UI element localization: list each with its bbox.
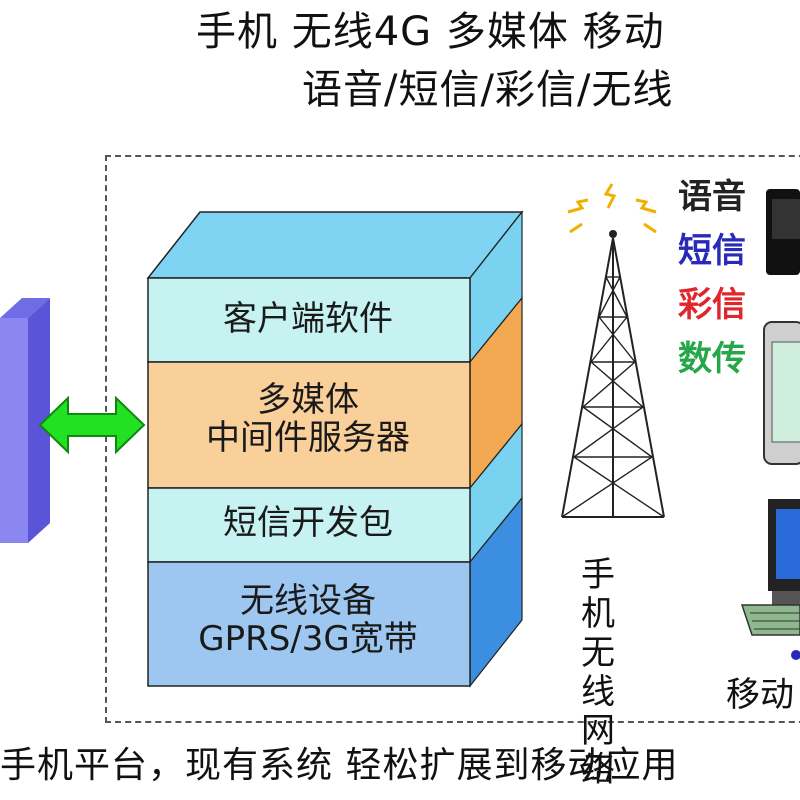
pda-icon (763, 321, 800, 465)
tower-label: 手机 无线 网络 (581, 555, 615, 791)
service-data: 数传 (678, 339, 746, 379)
layer-middleware (147, 361, 471, 489)
radio-tower-icon (561, 183, 665, 518)
left-system-block (0, 298, 50, 543)
software-stack (146, 210, 524, 688)
layer-wireless-device (147, 561, 471, 687)
header-line-1: 手机 无线4G 多媒体 移动 (196, 9, 665, 55)
header-line-2: 语音/短信/彩信/无线 (302, 67, 674, 113)
service-voice: 语音 (678, 177, 746, 217)
footer-text: 手机平台，现有系统 轻松扩展到移动应用 (0, 745, 679, 786)
mobile-label: 移动 (726, 675, 794, 715)
layer-3-label: 短信开发包 (223, 503, 393, 543)
service-mms: 彩信 (678, 285, 746, 325)
layer-1-label: 客户端软件 (223, 299, 393, 339)
system-boundary-frame (105, 155, 800, 723)
mobile-phone-icon (766, 189, 800, 275)
layer-4-label: 无线设备 GPRS/3G宽带 (198, 581, 418, 660)
layer-2-label: 多媒体 中间件服务器 (206, 380, 410, 459)
bidirectional-arrow-icon (38, 395, 146, 455)
computer-icon (740, 499, 800, 660)
service-sms: 短信 (678, 231, 746, 271)
